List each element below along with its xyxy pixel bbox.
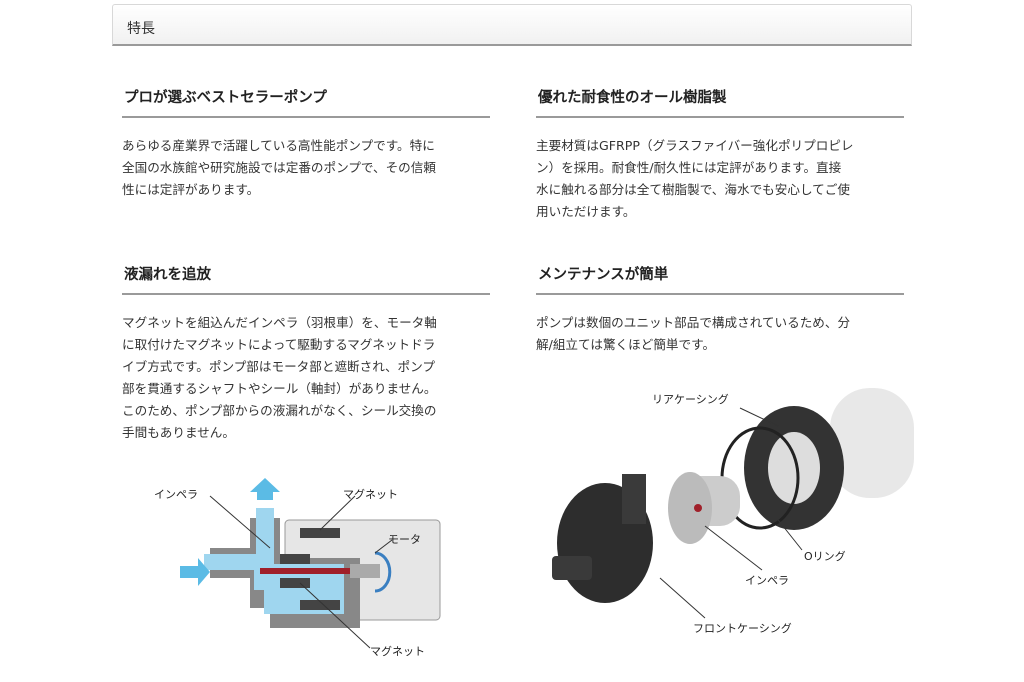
label-impeller-right: インペラ bbox=[745, 574, 789, 587]
section-maintenance: メンテナンスが簡単 ポンプは数個のユニット部品で構成されているため、分解/組立て… bbox=[536, 263, 904, 356]
divider bbox=[536, 293, 904, 295]
text-line: 全国の水族館や研究施設では定番のポンプで、その信頼 bbox=[122, 160, 436, 175]
text-line: このため、ポンプ部からの液漏れがなく、シール交換の bbox=[122, 403, 437, 418]
label-front-casing: フロントケーシング bbox=[693, 622, 792, 635]
text-line: ン）を採用。耐食性/耐久性には定評があります。直接 bbox=[536, 160, 842, 175]
section-bestseller: プロが選ぶベストセラーポンプ あらゆる産業界で活躍している高性能ポンプです。特に… bbox=[122, 86, 490, 201]
header-title: 特長 bbox=[127, 21, 155, 37]
section-title: 優れた耐食性のオール樹脂製 bbox=[538, 90, 727, 106]
text-line: 手間もありません。 bbox=[122, 425, 235, 440]
section-title: メンテナンスが簡単 bbox=[538, 267, 669, 283]
magnet-drive-diagram bbox=[180, 478, 441, 649]
text-line: 用いただけます。 bbox=[536, 204, 636, 219]
section-body: あらゆる産業界で活躍している高性能ポンプです。特に全国の水族館や研究施設では定番… bbox=[122, 135, 490, 201]
text-line: 性には定評があります。 bbox=[122, 182, 260, 197]
divider bbox=[122, 116, 490, 118]
label-rear-casing: リアケーシング bbox=[652, 393, 729, 406]
label-o-ring: Oリング bbox=[804, 550, 846, 563]
divider bbox=[122, 293, 490, 295]
label-magnet-bottom: マグネット bbox=[370, 645, 425, 658]
section-body: ポンプは数個のユニット部品で構成されているため、分解/組立ては驚くほど簡単です。 bbox=[536, 312, 904, 356]
text-line: に取付けたマグネットによって駆動するマグネットドラ bbox=[122, 337, 436, 352]
text-line: マグネットを組込んだインペラ（羽根車）を、モータ軸 bbox=[122, 315, 437, 330]
label-magnet-top: マグネット bbox=[343, 488, 398, 501]
text-line: あらゆる産業界で活躍している高性能ポンプです。特に bbox=[122, 138, 435, 153]
section-resin: 優れた耐食性のオール樹脂製 主要材質はGFRPP（グラスファイバー強化ポリプロピ… bbox=[536, 86, 904, 223]
section-title: 液漏れを追放 bbox=[124, 267, 211, 283]
label-motor: モータ bbox=[388, 533, 421, 546]
text-line: 主要材質はGFRPP（グラスファイバー強化ポリプロピレ bbox=[536, 138, 854, 153]
text-line: ポンプは数個のユニット部品で構成されているため、分 bbox=[536, 315, 851, 330]
divider bbox=[536, 116, 904, 118]
features-header: 特長 bbox=[112, 4, 912, 46]
text-line: 水に触れる部分は全て樹脂製で、海水でも安心してご使 bbox=[536, 182, 850, 197]
text-line: 解/組立ては驚くほど簡単です。 bbox=[536, 337, 716, 352]
text-line: 部を貫通するシャフトやシール（軸封）がありません。 bbox=[122, 381, 437, 396]
section-body: 主要材質はGFRPP（グラスファイバー強化ポリプロピレン）を採用。耐食性/耐久性… bbox=[536, 135, 904, 223]
exploded-pump-diagram bbox=[552, 388, 914, 619]
section-body: マグネットを組込んだインペラ（羽根車）を、モータ軸に取付けたマグネットによって駆… bbox=[122, 312, 490, 444]
label-impeller: インペラ bbox=[154, 488, 198, 501]
text-line: イブ方式です。ポンプ部はモータ部と遮断され、ポンプ bbox=[122, 359, 435, 374]
section-leak: 液漏れを追放 マグネットを組込んだインペラ（羽根車）を、モータ軸に取付けたマグネ… bbox=[122, 263, 490, 444]
section-title: プロが選ぶベストセラーポンプ bbox=[124, 90, 327, 106]
